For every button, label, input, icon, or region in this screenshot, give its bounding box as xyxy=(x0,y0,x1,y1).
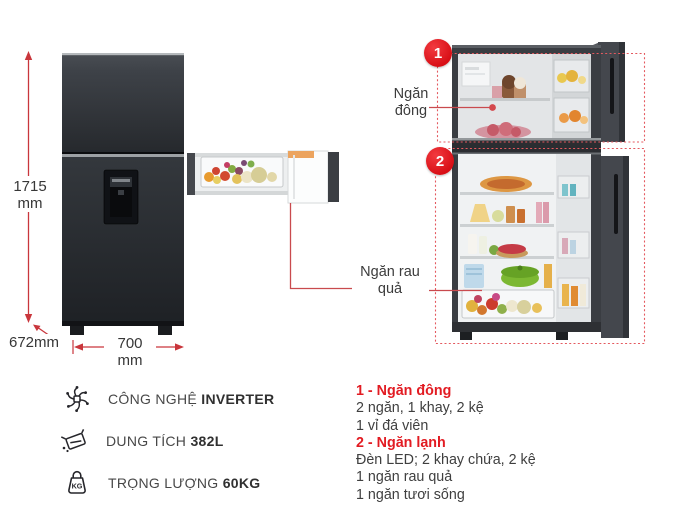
crisper-drawer-image xyxy=(187,150,339,204)
svg-text:KG: KG xyxy=(72,482,83,491)
compartment-details: 1 - Ngăn đông 2 ngăn, 1 khay, 2 kệ 1 vỉ … xyxy=(356,383,536,504)
width-unit: mm xyxy=(117,352,143,369)
detail-line: 2 ngăn, 1 khay, 2 kệ xyxy=(356,400,484,417)
width-dimension-label: 700 mm xyxy=(104,335,156,369)
freezer-callout-label: Ngăn đông xyxy=(393,86,429,119)
spec-text-capacity: DUNG TÍCH 382L xyxy=(106,433,224,449)
spec-text-inverter: CÔNG NGHỆ INVERTER xyxy=(108,391,275,407)
detail-line: 1 ngăn tươi sống xyxy=(356,486,465,503)
spec-row-inverter: CÔNG NGHỆ INVERTER xyxy=(60,381,274,417)
spec-row-capacity: DUNG TÍCH 382L xyxy=(58,423,224,459)
height-value: 1715 xyxy=(13,178,47,195)
fridge-front-image xyxy=(62,53,184,335)
weight-icon: KG xyxy=(60,466,94,500)
detail-line: 1 vỉ đá viên xyxy=(356,417,429,434)
depth-dimension-label: 672mm xyxy=(9,334,69,351)
detail-line: 1 ngăn rau quả xyxy=(356,469,453,486)
inverter-icon xyxy=(60,382,94,416)
height-dimension-label: 1715 mm xyxy=(8,178,52,212)
freezer-number-badge: 1 xyxy=(424,39,452,67)
spec-text-weight: TRỌNG LƯỢNG 60KG xyxy=(108,475,261,491)
water-dispenser xyxy=(103,169,139,225)
capacity-icon xyxy=(58,424,92,458)
detail-line: Đèn LED; 2 khay chứa, 2 kệ xyxy=(356,452,536,469)
fridge-details-heading: 2 - Ngăn lạnh xyxy=(356,434,446,451)
freezer-details-heading: 1 - Ngăn đông xyxy=(356,383,452,399)
height-unit: mm xyxy=(17,195,43,212)
fridge-open-image xyxy=(452,42,629,340)
crisper-callout-label: Ngăn rau quả xyxy=(360,264,420,297)
fridge-number-badge: 2 xyxy=(426,147,454,175)
width-value: 700 xyxy=(117,335,143,352)
spec-row-weight: KG TRỌNG LƯỢNG 60KG xyxy=(60,465,260,501)
